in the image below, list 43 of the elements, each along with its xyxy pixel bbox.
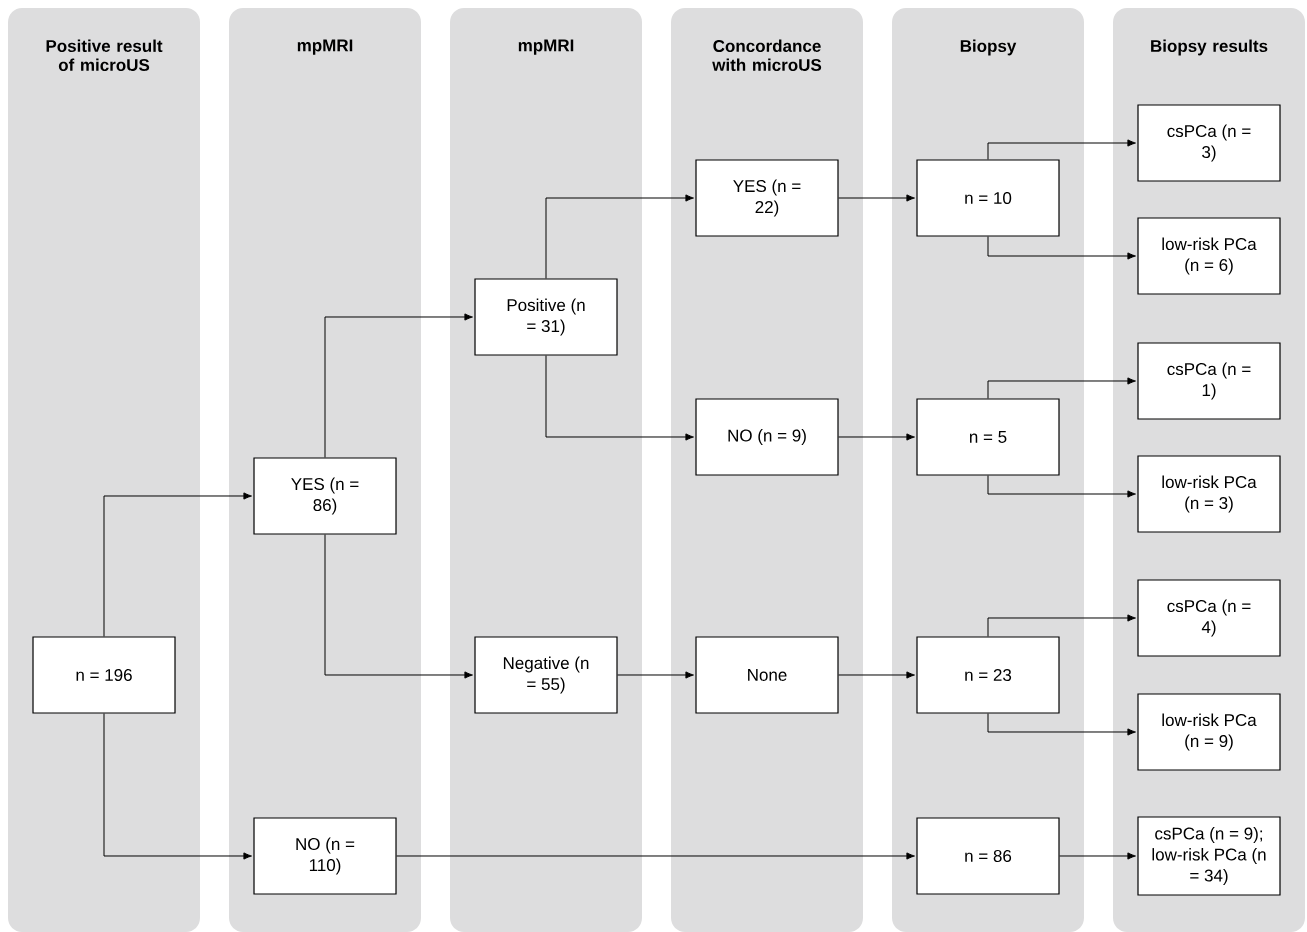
process-box: csPCa (n = 1) xyxy=(1137,342,1281,420)
column-heading: mpMRI xyxy=(297,39,353,55)
arrow xyxy=(545,355,694,441)
process-box: low-risk PCa (n = 9) xyxy=(1137,693,1281,771)
process-box: csPCa (n = 3) xyxy=(1137,104,1281,182)
arrow xyxy=(838,671,915,679)
process-box: Positive (n = 31) xyxy=(474,278,618,356)
process-box: low-risk PCa (n = 3) xyxy=(1137,455,1281,533)
column-heading: Concordance with microUS xyxy=(712,39,822,71)
arrow xyxy=(987,614,1136,637)
column-heading: Positive result of microUS xyxy=(46,39,163,71)
process-box: csPCa (n = 4) xyxy=(1137,579,1281,657)
arrow xyxy=(103,713,252,860)
process-box: n = 5 xyxy=(916,398,1060,476)
column-heading: Biopsy results xyxy=(1151,39,1268,56)
process-box: n = 23 xyxy=(916,636,1060,714)
process-box: low-risk PCa (n = 6) xyxy=(1137,217,1281,295)
column-heading: mpMRI xyxy=(518,39,574,55)
process-box: NO (n = 9) xyxy=(695,398,839,476)
arrow xyxy=(545,194,694,279)
arrow xyxy=(987,713,1136,736)
process-box: NO (n = 110) xyxy=(253,817,397,895)
arrow xyxy=(838,194,915,202)
process-box: YES (n = 22) xyxy=(695,159,839,237)
process-box: csPCa (n = 9); low-risk PCa (n = 34) xyxy=(1137,816,1281,896)
arrow xyxy=(987,475,1136,498)
process-box: Negative (n = 55) xyxy=(474,636,618,714)
arrow xyxy=(324,534,473,679)
process-box: n = 196 xyxy=(32,636,176,714)
process-box: n = 10 xyxy=(916,159,1060,237)
arrow xyxy=(987,236,1136,260)
process-box: YES (n = 86) xyxy=(253,457,397,535)
arrow xyxy=(324,313,473,458)
arrow xyxy=(1059,852,1136,860)
arrow xyxy=(103,492,252,637)
process-box: n = 86 xyxy=(916,817,1060,895)
arrow xyxy=(838,433,915,441)
arrow xyxy=(987,377,1136,399)
process-box: None xyxy=(695,636,839,714)
arrow xyxy=(396,852,915,860)
arrow xyxy=(987,139,1136,160)
arrow xyxy=(617,671,694,679)
column-heading: Biopsy xyxy=(960,39,1017,56)
